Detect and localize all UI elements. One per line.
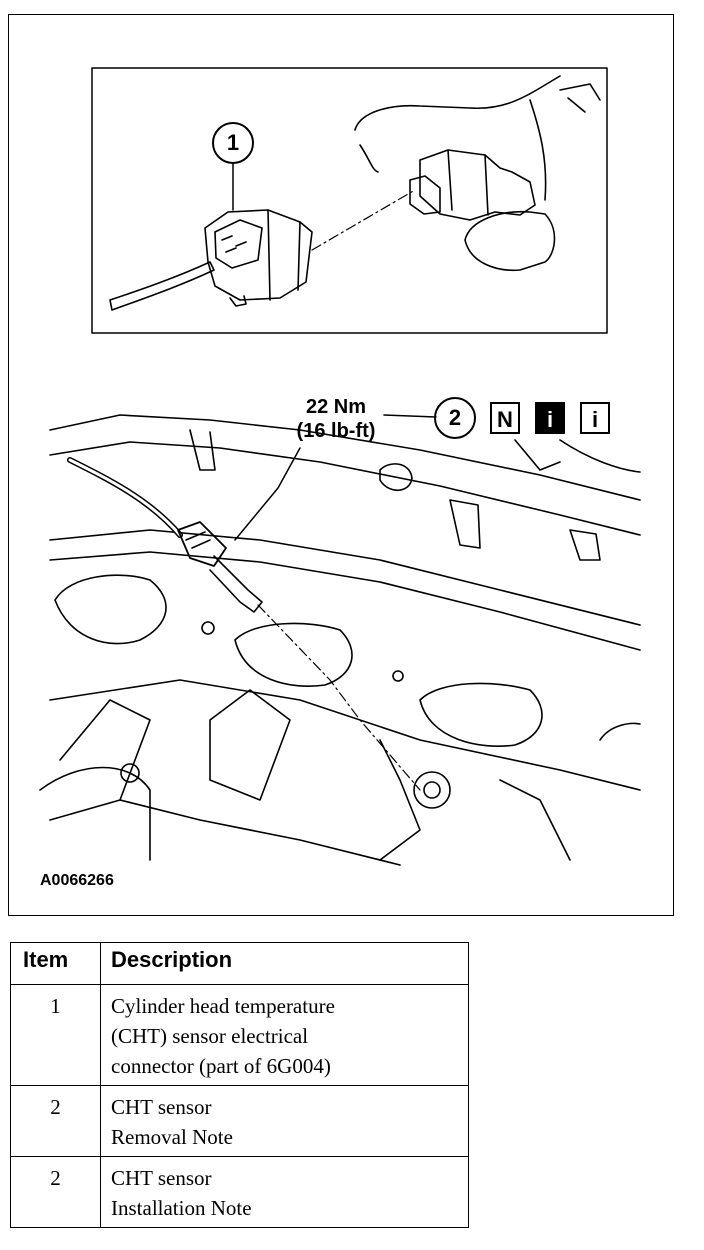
description-line: connector (part of 6G004)	[111, 1054, 331, 1078]
row-description: CHT sensor Installation Note	[100, 1156, 469, 1228]
row-item-number: 2	[10, 1156, 101, 1228]
figure-id: A0066266	[40, 872, 114, 889]
table-row: 2 CHT sensor Removal Note	[10, 1085, 469, 1157]
engine-connector-drawing	[354, 75, 601, 272]
torque-metric: 22 Nm	[305, 396, 367, 418]
info-icon-filled: i	[535, 402, 565, 434]
description-line: Cylinder head temperature	[111, 994, 335, 1018]
harness-connector-drawing	[109, 209, 313, 311]
row-item-number: 1	[10, 984, 101, 1086]
figure-frame	[8, 14, 674, 916]
description-line: (CHT) sensor electrical	[111, 1024, 309, 1048]
technical-illustration	[39, 67, 641, 866]
sensor-install-line	[257, 604, 421, 791]
table-row: 2 CHT sensor Installation Note	[10, 1156, 469, 1228]
description-line: CHT sensor	[111, 1166, 212, 1190]
row-description: CHT sensor Removal Note	[100, 1085, 469, 1157]
connector-alignment-line	[311, 189, 416, 251]
info-icon-outlined: i	[580, 402, 610, 434]
callout-2: 2	[448, 405, 462, 430]
header-description: Description	[100, 942, 469, 985]
note-icon-n: N	[490, 402, 520, 434]
description-line: CHT sensor	[111, 1095, 212, 1119]
callout-1: 1	[226, 130, 240, 155]
torque-spec: 22 Nm (16 lb-ft)	[276, 395, 396, 443]
description-line: Removal Note	[111, 1125, 233, 1149]
legend-table: Item Description 1 Cylinder head tempera…	[10, 942, 469, 1228]
cht-sensor-drawing	[67, 457, 263, 613]
inset-frame	[91, 67, 608, 334]
legend-header-row: Item Description	[10, 942, 469, 985]
header-item: Item	[10, 942, 101, 985]
table-row: 1 Cylinder head temperature (CHT) sensor…	[10, 984, 469, 1086]
torque-imperial: (16 lb-ft)	[296, 420, 376, 442]
row-description: Cylinder head temperature (CHT) sensor e…	[100, 984, 469, 1086]
row-item-number: 2	[10, 1085, 101, 1157]
description-line: Installation Note	[111, 1196, 252, 1220]
cylinder-head-drawing	[39, 414, 641, 866]
